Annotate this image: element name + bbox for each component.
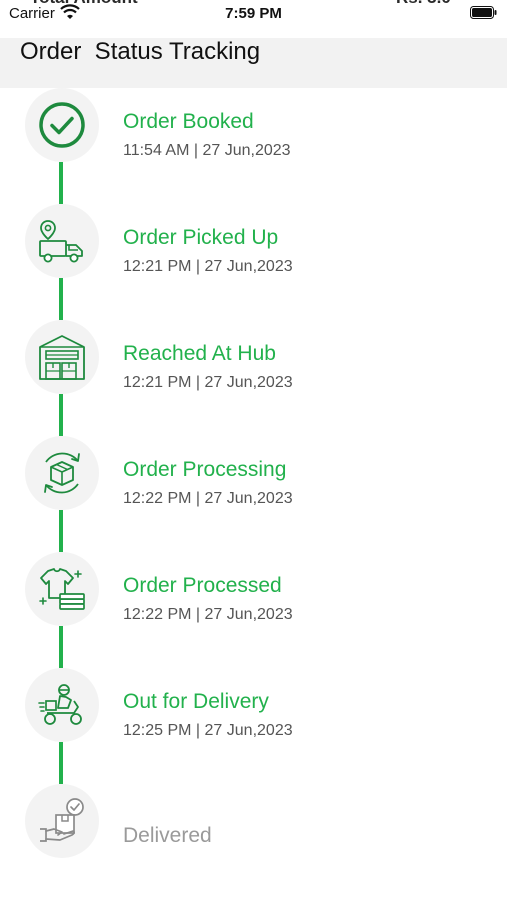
page-title: Order Status Tracking xyxy=(20,38,261,65)
behind-header-amount: Rs. 3.0 xyxy=(396,0,451,8)
timeline-connector xyxy=(59,162,63,204)
step-icon-container xyxy=(25,784,99,858)
step-timestamp: 12:21 PM | 27 Jun,2023 xyxy=(123,374,293,391)
timeline-connector xyxy=(59,742,63,784)
timeline-connector xyxy=(59,626,63,668)
timeline-connector xyxy=(59,510,63,552)
pickup-truck-icon xyxy=(39,220,83,263)
delivery-scooter-icon xyxy=(38,684,82,725)
battery-icon xyxy=(470,6,497,19)
timeline-step-order-booked: Order Booked 11:54 AM | 27 Jun,2023 xyxy=(0,88,507,164)
timeline-step-reached-at-hub: Reached At Hub 12:21 PM | 27 Jun,2023 xyxy=(0,320,507,396)
timeline-step-order-processing: Order Processing 12:22 PM | 27 Jun,2023 xyxy=(0,436,507,512)
step-title: Order Booked xyxy=(123,110,254,133)
step-timestamp: 11:54 AM | 27 Jun,2023 xyxy=(123,142,291,159)
step-icon-container xyxy=(25,668,99,742)
step-icon-container xyxy=(25,88,99,162)
step-timestamp: 12:22 PM | 27 Jun,2023 xyxy=(123,606,293,623)
step-timestamp: 12:25 PM | 27 Jun,2023 xyxy=(123,722,293,739)
step-title: Delivered xyxy=(123,824,212,847)
check-circle-icon xyxy=(39,102,85,148)
timeline-step-delivered: Delivered xyxy=(0,784,507,860)
carrier-label: Carrier xyxy=(9,5,55,22)
step-icon-container xyxy=(25,436,99,510)
laundry-clothes-icon xyxy=(39,568,85,610)
order-timeline: Order Booked 11:54 AM | 27 Jun,2023 Orde… xyxy=(0,88,507,900)
step-title: Order Picked Up xyxy=(123,226,279,249)
step-title: Order Processed xyxy=(123,574,282,597)
step-icon-container xyxy=(25,320,99,394)
step-icon-container xyxy=(25,204,99,278)
step-title: Reached At Hub xyxy=(123,342,276,365)
wifi-icon xyxy=(60,4,80,19)
page-header: Order Status Tracking xyxy=(0,38,507,88)
status-bar: Total Amount Rs. 3.0 Carrier 7:59 PM xyxy=(0,0,507,38)
timeline-step-out-for-delivery: Out for Delivery 12:25 PM | 27 Jun,2023 xyxy=(0,668,507,744)
status-time: 7:59 PM xyxy=(225,5,282,22)
step-timestamp: 12:22 PM | 27 Jun,2023 xyxy=(123,490,293,507)
warehouse-icon xyxy=(39,335,85,380)
timeline-connector xyxy=(59,394,63,436)
timeline-step-order-picked-up: Order Picked Up 12:21 PM | 27 Jun,2023 xyxy=(0,204,507,280)
step-title: Out for Delivery xyxy=(123,690,269,713)
step-icon-container xyxy=(25,552,99,626)
processing-box-icon xyxy=(44,452,80,494)
timeline-step-order-processed: Order Processed 12:22 PM | 27 Jun,2023 xyxy=(0,552,507,628)
timeline-connector xyxy=(59,278,63,320)
step-title: Order Processing xyxy=(123,458,287,481)
delivered-package-icon xyxy=(40,798,84,842)
step-timestamp: 12:21 PM | 27 Jun,2023 xyxy=(123,258,293,275)
behind-header-label: Total Amount xyxy=(30,0,138,8)
